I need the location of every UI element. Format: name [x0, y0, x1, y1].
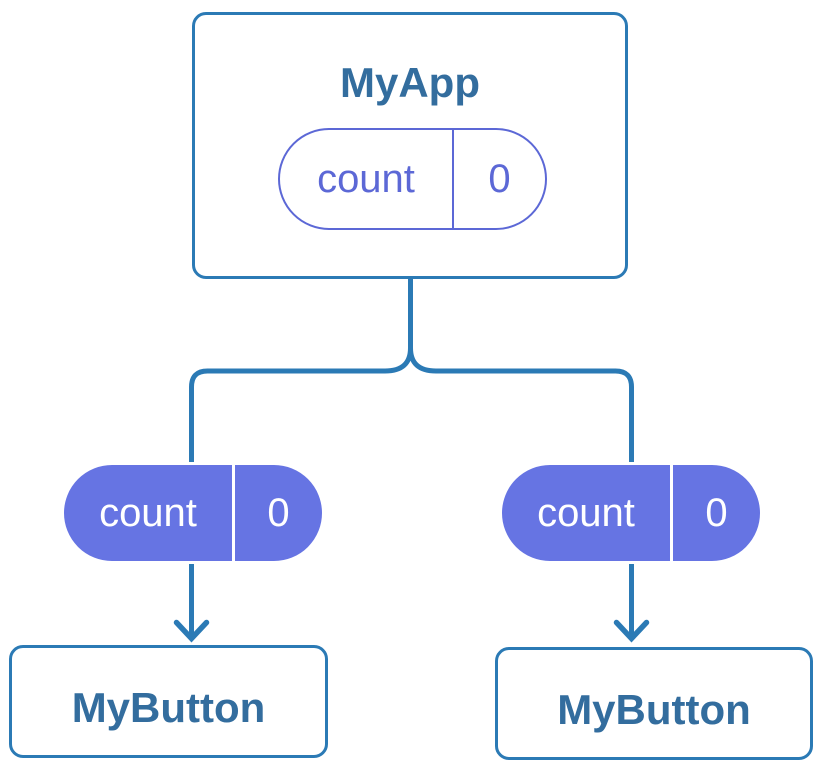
component-card-mybutton-right: MyButton — [495, 647, 813, 760]
prop-value: 0 — [705, 490, 728, 535]
prop-pill-right: count 0 — [499, 462, 763, 564]
pill-divider — [670, 465, 673, 561]
component-card-mybutton-left: MyButton — [9, 645, 328, 758]
left-branch-connector — [189, 347, 413, 636]
pill-divider — [452, 130, 454, 228]
state-value: 0 — [488, 156, 511, 201]
mybutton-label: MyButton — [557, 685, 751, 733]
myapp-label: MyApp — [340, 59, 480, 106]
mybutton-label: MyButton — [71, 683, 266, 731]
right-arrowhead-icon — [613, 619, 650, 643]
state-pill-myapp: count 0 — [278, 128, 547, 230]
prop-pill-left: count 0 — [61, 462, 325, 564]
right-branch-connector — [408, 347, 634, 636]
prop-value: 0 — [267, 490, 290, 535]
prop-key: count — [537, 490, 635, 535]
prop-key: count — [99, 490, 197, 535]
state-key: count — [317, 156, 415, 201]
left-arrowhead-icon — [173, 619, 210, 643]
pill-divider — [232, 465, 235, 561]
